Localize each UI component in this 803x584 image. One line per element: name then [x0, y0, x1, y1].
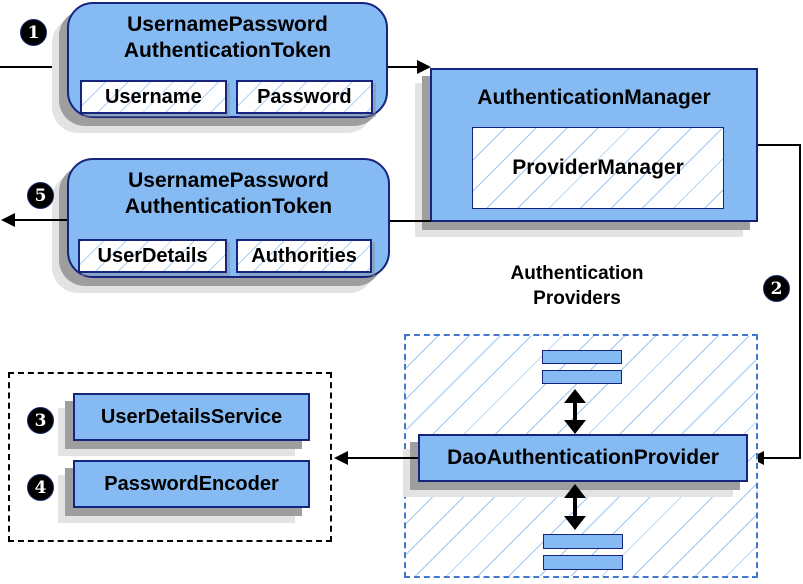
- response-token-fields: UserDetails Authorities: [78, 239, 372, 273]
- arrowhead-to-manager-icon: [417, 60, 431, 74]
- response-token-title-line1: UsernamePassword: [128, 169, 329, 192]
- flow-line-token-to-manager: [388, 66, 419, 68]
- step-5-label: 5: [34, 185, 47, 206]
- request-token-fields: Username Password: [80, 80, 373, 114]
- response-token-title-line2: AuthenticationToken: [124, 195, 333, 218]
- step-2-badge: 2: [763, 275, 790, 302]
- request-token-title-line1: UsernamePassword: [127, 13, 328, 36]
- request-token-title: UsernamePassword AuthenticationToken: [69, 12, 386, 64]
- flow-line-down-right-side: [799, 144, 801, 459]
- step-4-label: 4: [34, 477, 47, 498]
- provider-stack-bar: [543, 555, 623, 570]
- authorities-field-label: Authorities: [251, 244, 357, 267]
- response-token-box: UsernamePassword AuthenticationToken Use…: [67, 158, 390, 278]
- provider-manager-box: ProviderManager: [472, 127, 724, 209]
- provider-stack-bar: [542, 370, 622, 384]
- password-field-label: Password: [257, 85, 352, 108]
- step-1-label: 1: [27, 22, 40, 43]
- flow-line-request-in: [0, 66, 67, 68]
- authentication-manager-title: AuthenticationManager: [477, 86, 711, 109]
- flow-line-manager-to-response: [385, 220, 431, 222]
- authentication-providers-label-line2: Providers: [533, 288, 621, 309]
- step-1-badge: 1: [20, 19, 47, 46]
- arrowhead-to-services-icon: [334, 451, 348, 465]
- provider-stack-bar: [543, 534, 623, 549]
- authentication-manager-box: AuthenticationManager ProviderManager: [430, 68, 758, 222]
- userdetails-field-box: UserDetails: [78, 239, 228, 273]
- services-frame: [8, 372, 332, 542]
- arrowhead-response-out-icon: [1, 213, 15, 227]
- provider-stack-bar: [542, 350, 622, 364]
- step-3-badge: 3: [27, 407, 54, 434]
- user-details-service-label: UserDetailsService: [100, 405, 283, 428]
- request-token-box: UsernamePassword AuthenticationToken Use…: [67, 2, 388, 118]
- flow-line-response-out: [12, 219, 67, 221]
- flow-line-manager-right: [758, 144, 801, 146]
- dao-authentication-provider-box: DaoAuthenticationProvider: [418, 434, 748, 482]
- user-details-service-box: UserDetailsService: [73, 393, 310, 441]
- flow-line-dao-to-services: [347, 457, 418, 459]
- username-field-label: Username: [104, 85, 202, 108]
- provider-manager-label: ProviderManager: [512, 156, 684, 179]
- password-encoder-label: PasswordEncoder: [104, 472, 279, 495]
- step-4-badge: 4: [27, 474, 54, 501]
- step-2-label: 2: [770, 278, 783, 299]
- request-token-title-line2: AuthenticationToken: [123, 39, 332, 62]
- userdetails-field-label: UserDetails: [97, 244, 208, 267]
- authentication-providers-label-line1: Authentication: [510, 263, 644, 284]
- step-3-label: 3: [34, 410, 47, 431]
- double-arrow-top-icon: [564, 389, 586, 434]
- double-arrow-bottom-icon: [564, 484, 586, 530]
- step-5-badge: 5: [27, 182, 54, 209]
- password-encoder-box: PasswordEncoder: [73, 460, 310, 508]
- authentication-providers-label: Authentication Providers: [462, 261, 692, 311]
- username-field-box: Username: [80, 80, 227, 114]
- dao-authentication-provider-label: DaoAuthenticationProvider: [447, 446, 719, 469]
- flow-line-into-dao: [763, 457, 801, 459]
- authorities-field-box: Authorities: [236, 239, 372, 273]
- password-field-box: Password: [235, 80, 373, 114]
- response-token-title: UsernamePassword AuthenticationToken: [69, 168, 388, 220]
